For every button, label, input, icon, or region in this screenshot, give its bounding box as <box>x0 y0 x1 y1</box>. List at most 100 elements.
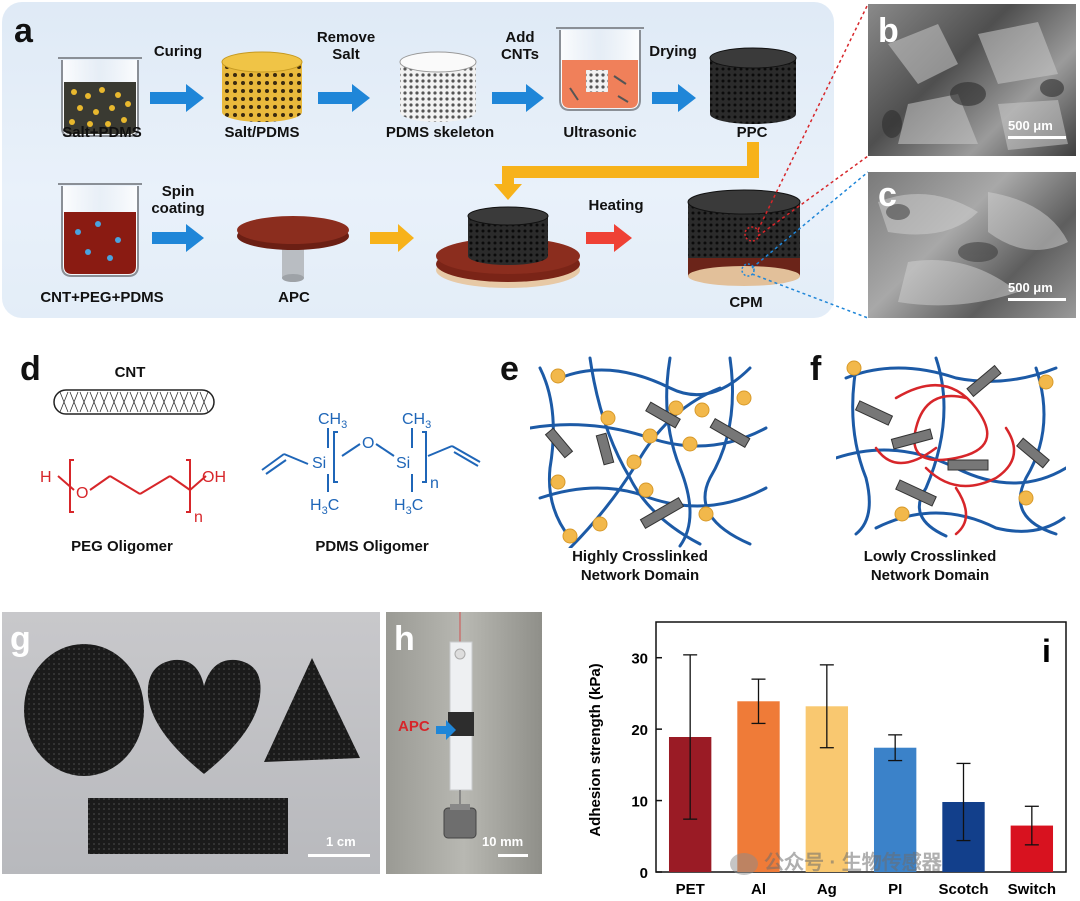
pdms-skeleton-cylinder <box>399 51 477 122</box>
wechat-icon <box>730 852 758 875</box>
label-cpm: CPM <box>729 294 763 311</box>
peg-h: H <box>40 469 52 486</box>
x-tick-label: Al <box>751 881 766 898</box>
peg-oligomer-label: PEG Oligomer <box>71 538 173 555</box>
panel-letter-g: g <box>10 620 31 658</box>
error-bar-switch <box>1024 805 1039 846</box>
plot-frame <box>655 621 1067 873</box>
watermark: 公众号 · 生物传感器 <box>730 846 1050 875</box>
cnt-label: CNT <box>114 364 146 381</box>
y-tick-label: 30 <box>631 651 648 668</box>
label-ultrasonic: Ultrasonic <box>563 124 637 141</box>
pdms-h3c-h-2: H <box>394 497 406 514</box>
panel-letter-f: f <box>810 350 822 388</box>
scale-bar-h <box>498 854 528 857</box>
svg-text:CH3: CH3 <box>318 411 347 431</box>
photo-hanging-weight: h APC 10 mm <box>386 612 542 874</box>
row1-arrows <box>150 84 696 112</box>
arrow-label-drying: Drying <box>649 43 697 60</box>
arrow-label-remove-salt: Remove Salt <box>316 29 376 63</box>
beaker-salt-pdms <box>58 57 142 137</box>
pdms-n: n <box>430 475 439 492</box>
x-tick-label: PI <box>888 881 902 898</box>
panel-letter-b: b <box>878 12 899 50</box>
y-tick-label: 0 <box>640 865 648 882</box>
scale-label-h: 10 mm <box>482 834 524 849</box>
scale-label-g: 1 cm <box>326 834 356 849</box>
peg-structure: H O OH n <box>40 459 226 526</box>
pdms-oligomer-label: PDMS Oligomer <box>315 538 429 555</box>
foam-heart <box>147 659 261 774</box>
beaker-ultrasonic <box>556 27 644 111</box>
foam-shapes <box>24 644 360 854</box>
label-ppc: PPC <box>736 124 768 141</box>
arrow-label-add-cnts: Add CNTs <box>500 29 540 63</box>
y-axis-label: Adhesion strength (kPa) <box>587 663 604 836</box>
salt-pdms-cylinder <box>221 51 303 122</box>
pdms-h3c-c-2: C <box>412 497 424 514</box>
pdms-o: O <box>362 435 374 452</box>
label-apc: APC <box>278 289 310 306</box>
panel-letter-h: h <box>394 620 415 658</box>
pdms-h3c-c-1: C <box>328 497 340 514</box>
ppc-cylinder <box>709 47 797 124</box>
pdms-si-2: Si <box>396 455 410 472</box>
panel-letter-c: c <box>878 176 897 214</box>
error-bar-scotch <box>956 762 971 842</box>
svg-text:H3C: H3C <box>310 497 339 517</box>
y-tick-label: 10 <box>631 794 648 811</box>
scale-bar-g <box>308 854 370 857</box>
scale-bar-c <box>1008 298 1066 301</box>
error-bar-pet <box>683 654 698 820</box>
x-tick-label: Switch <box>1008 881 1056 898</box>
foam-triangle <box>264 658 360 762</box>
pdms-sub-4: 3 <box>406 505 412 517</box>
scale-label-b: 500 μm <box>1008 118 1053 133</box>
cpm-cylinder <box>687 189 801 286</box>
error-bar-ag <box>819 664 834 749</box>
arrow-label-heating: Heating <box>588 197 644 214</box>
photo-shapes: g 1 cm <box>2 612 380 874</box>
arrow-label-curing: Curing <box>153 43 203 60</box>
assembly-ppc-on-apc <box>436 206 580 288</box>
highly-crosslinked-network <box>530 356 768 548</box>
pdms-sub-2: 3 <box>425 419 431 431</box>
foam-strip <box>88 798 288 854</box>
apc-disc <box>237 216 349 282</box>
sem-image-c: c 500 μm <box>868 172 1076 318</box>
label-cnt-peg-pdms: CNT+PEG+PDMS <box>40 289 164 306</box>
label-salt-slash-pdms: Salt/PDMS <box>224 124 300 141</box>
peg-n: n <box>194 509 203 526</box>
hanging-weight-scene <box>436 612 477 839</box>
beaker-cnt-peg-pdms <box>58 183 142 277</box>
error-bar-pi <box>888 734 903 762</box>
y-tick-label: 20 <box>631 722 648 739</box>
label-pdms-skeleton: PDMS skeleton <box>385 124 495 141</box>
bar-al <box>737 701 780 872</box>
lowly-crosslinked-network <box>836 356 1066 538</box>
pdms-ch3-top-2: CH <box>402 411 425 428</box>
highly-crosslinked-caption: Highly Crosslinked Network Domain <box>572 548 708 584</box>
svg-text:H3C: H3C <box>394 497 423 517</box>
svg-text:CH3: CH3 <box>402 411 431 431</box>
scale-label-c: 500 μm <box>1008 280 1053 295</box>
peg-o: O <box>76 485 88 502</box>
pdms-si-1: Si <box>312 455 326 472</box>
bar-pi <box>873 747 917 872</box>
arrow-label-spin-coating: Spin coating <box>151 183 205 217</box>
pdms-structure: Si O Si CH3 CH3 H3C H3C n <box>261 411 481 517</box>
label-salt-pdms: Salt+PDMS <box>62 124 142 141</box>
pdms-sub-3: 3 <box>322 505 328 517</box>
watermark-text: 公众号 · 生物传感器 <box>764 852 942 874</box>
x-tick-label: Ag <box>817 881 837 898</box>
panel-letter-a: a <box>14 12 33 50</box>
panel-a-illustrations <box>58 27 801 288</box>
peg-oh: OH <box>202 469 226 486</box>
pdms-h3c-h-1: H <box>310 497 322 514</box>
panel-letter-e: e <box>500 350 519 388</box>
scale-bar-b <box>1008 136 1066 139</box>
pdms-sub-1: 3 <box>341 419 347 431</box>
cnt-tube-illustration <box>53 389 215 415</box>
sem-c-texture <box>878 192 1068 306</box>
